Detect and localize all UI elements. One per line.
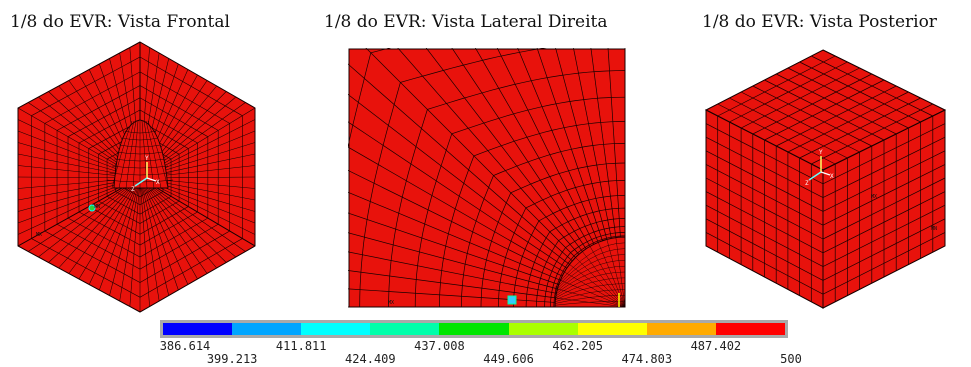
- caption-right-view: 1/8 do EVR: Vista Lateral Direita: [324, 12, 608, 32]
- caption-front-view: 1/8 do EVR: Vista Frontal: [10, 12, 230, 32]
- back-axis-triad: Y X Z: [805, 149, 834, 187]
- right-view-mesh: MX: [348, 48, 626, 308]
- label-mx-right: MX: [388, 300, 394, 306]
- legend-tick-label: 500: [780, 352, 802, 366]
- label-mn-back: MN: [931, 226, 937, 232]
- legend-color-5: [439, 323, 510, 335]
- legend-color-4: [370, 323, 440, 335]
- axis-label-z: Z: [131, 186, 135, 193]
- legend-tick-label: 437.008: [414, 339, 465, 353]
- legend-color-8: [646, 323, 717, 335]
- legend-tick-label: 474.803: [621, 352, 673, 366]
- legend-tick-label: 462.205: [552, 339, 603, 353]
- legend-tick-label: 487.402: [690, 339, 742, 353]
- axis-label-z: Z: [805, 180, 809, 187]
- axis-label-y: Y: [145, 155, 149, 162]
- label-mx-back: MX: [871, 194, 877, 200]
- legend-tick-label: 424.409: [345, 352, 396, 366]
- legend-tick-label: 449.606: [483, 352, 534, 366]
- legend-tick-label: 399.213: [206, 352, 258, 366]
- legend-color-6: [508, 323, 579, 335]
- front-view-mesh: Y X Z MN MX: [17, 41, 256, 313]
- legend-tick-label: 386.614: [159, 339, 211, 353]
- back-view-mesh: Y X Z MX MN: [704, 49, 947, 309]
- legend-color-3: [301, 323, 371, 335]
- caption-back-view: 1/8 do EVR: Vista Posterior: [702, 12, 937, 32]
- legend-tick-label: 411.811: [275, 339, 327, 353]
- legend-color-9: [715, 323, 786, 335]
- color-legend-bar: [160, 320, 788, 338]
- legend-color-2: [232, 323, 302, 335]
- legend-color-7: [577, 323, 648, 335]
- axis-label-y: Y: [819, 149, 823, 156]
- axis-label-x: X: [156, 179, 160, 186]
- label-mx-front: MX: [36, 232, 42, 238]
- legend-color-1: [163, 323, 233, 335]
- front-axis-triad: Y X Z: [131, 155, 160, 193]
- axis-label-x: X: [830, 173, 834, 180]
- label-mn-front: MN: [94, 204, 100, 210]
